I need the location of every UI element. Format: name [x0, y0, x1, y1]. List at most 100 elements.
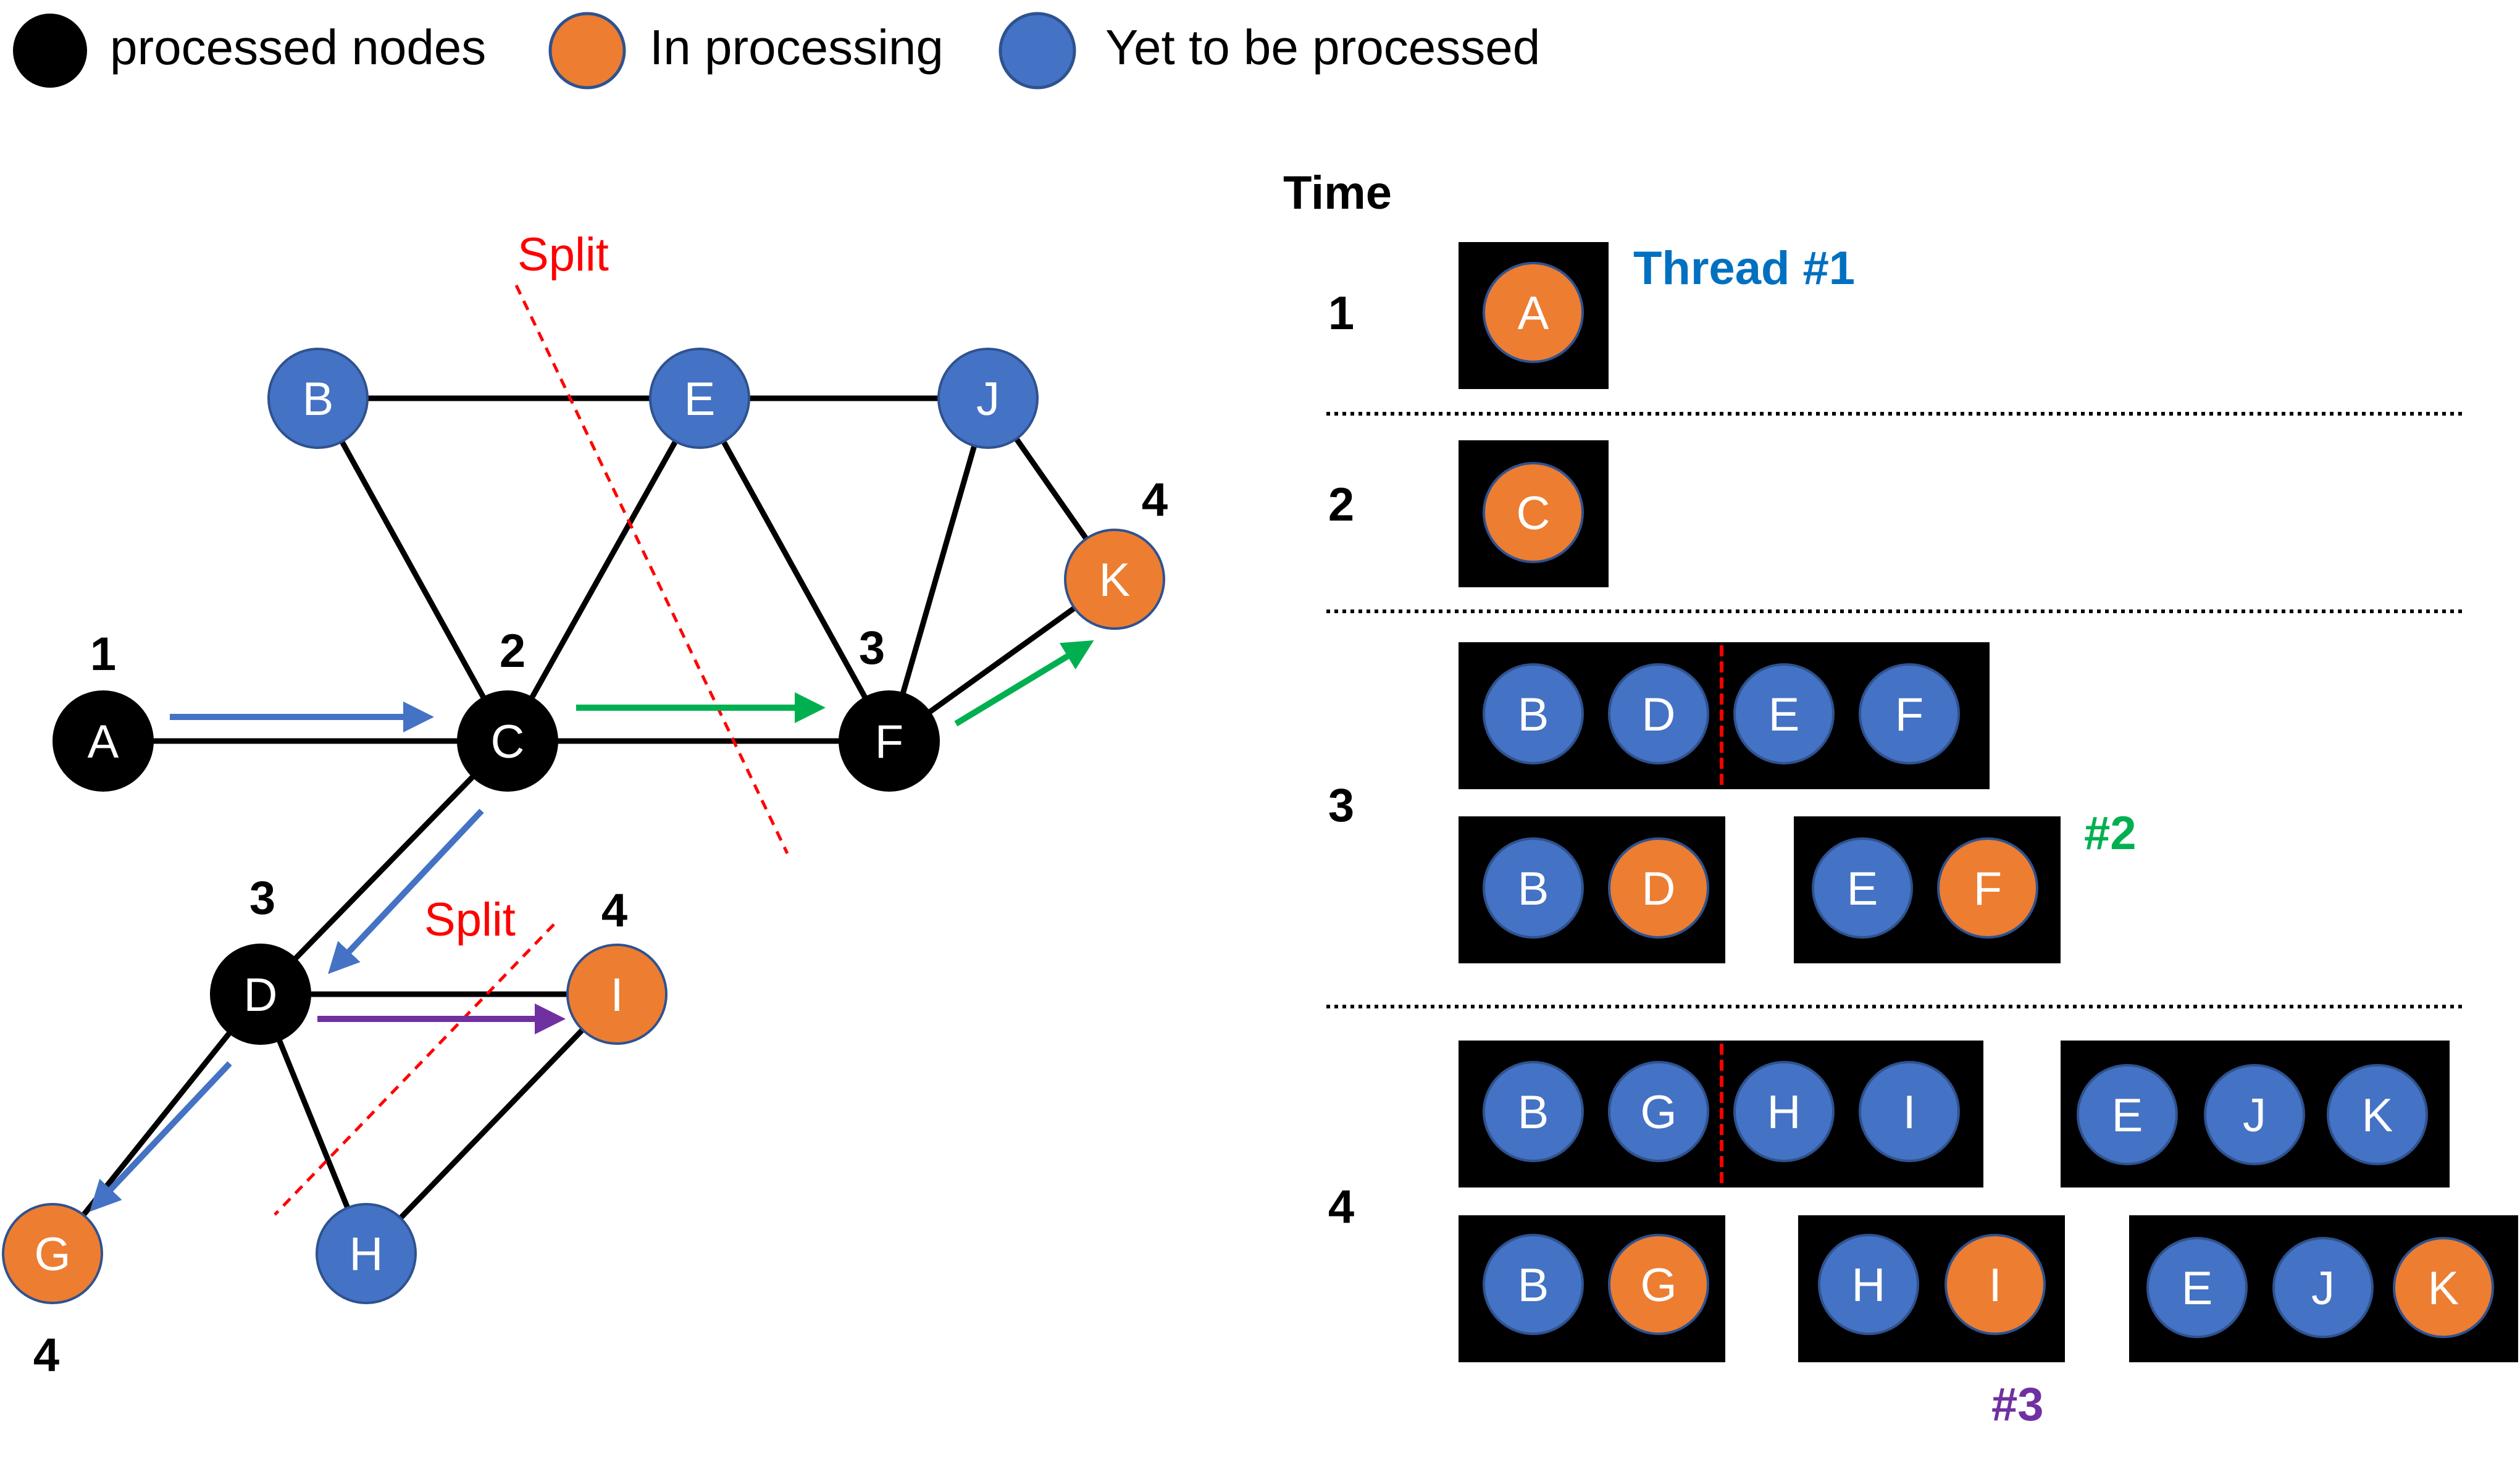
- processed-swatch-icon: [13, 14, 87, 88]
- queue-node-circle: [1608, 1234, 1709, 1335]
- node-label: D: [244, 969, 278, 1021]
- queue-node-b: B: [1483, 1234, 1584, 1335]
- queue-node-d: D: [1608, 663, 1709, 764]
- split-line-2: [274, 923, 555, 1216]
- queue-node-d: D: [1608, 837, 1709, 939]
- queue-node-circle: [1608, 837, 1709, 939]
- node-circle: [839, 690, 940, 792]
- step-label-a: 1: [90, 628, 116, 681]
- edge-e-f: [697, 396, 892, 743]
- queue-node-circle: [1937, 837, 2038, 939]
- queue-node-label: D: [1642, 863, 1676, 915]
- queue-node-circle: [1483, 837, 1584, 939]
- graph-node-k: K: [1064, 529, 1165, 630]
- queue-node-e: E: [1812, 837, 1913, 939]
- queue-node-g: G: [1608, 1061, 1709, 1162]
- queue-node-circle: [1812, 837, 1913, 939]
- time-row-label-4: 4: [1328, 1181, 1354, 1233]
- node-label: H: [350, 1228, 383, 1281]
- edge-d-g: [50, 992, 263, 1255]
- queue-node-circle: [2327, 1064, 2428, 1165]
- node-circle: [1064, 529, 1165, 630]
- split-line-1: [514, 284, 789, 855]
- node-label: A: [88, 716, 119, 768]
- node-circle: [2, 1203, 103, 1304]
- queue-node-circle: [1483, 262, 1584, 363]
- node-circle: [52, 690, 154, 792]
- queue-node-label: B: [1518, 1086, 1549, 1139]
- queue-node-label: B: [1518, 1259, 1549, 1312]
- step-label-d: 3: [249, 872, 275, 924]
- step-label-f: 3: [859, 622, 885, 674]
- queue-node-g: G: [1608, 1234, 1709, 1335]
- legend-processing-label: In processing: [650, 20, 944, 75]
- graph-node-d: D: [210, 944, 311, 1045]
- graph-node-i: I: [566, 944, 668, 1045]
- legend: processed nodes In processing Yet to be …: [13, 12, 1540, 90]
- queue-node-circle: [2146, 1237, 2248, 1338]
- queue-node-circle: [1818, 1234, 1919, 1335]
- queue-node-label: J: [2243, 1089, 2266, 1142]
- queue-node-label: H: [1852, 1259, 1886, 1312]
- queue-node-h: H: [1733, 1061, 1835, 1162]
- queue-node-e: E: [2146, 1237, 2248, 1338]
- queue-node-circle: [2077, 1064, 2178, 1165]
- queue-node-circle: [1608, 1061, 1709, 1162]
- queue-node-label: F: [1895, 689, 1923, 741]
- queue-node-b: B: [1483, 837, 1584, 939]
- queue-node-circle: [1859, 663, 1960, 764]
- edge-c-d: [258, 739, 510, 997]
- graph-node-b: B: [267, 348, 369, 449]
- edge-h-i: [364, 992, 619, 1256]
- queue-node-circle: [1483, 462, 1584, 563]
- legend-pending: Yet to be processed: [998, 12, 1540, 90]
- traversal-arrows: [90, 640, 1094, 1212]
- queue-node-label: E: [2182, 1262, 2213, 1315]
- queue-node-b: B: [1483, 663, 1584, 764]
- thread-3-label: #3: [1991, 1378, 2044, 1431]
- queue-node-circle: [1483, 663, 1584, 764]
- edge-b-c: [316, 396, 510, 743]
- arrow-d-to-g: [90, 1061, 232, 1212]
- graph-node-f: F: [839, 690, 940, 792]
- graph-node-a: A: [52, 690, 154, 792]
- arrow-c-to-d: [328, 808, 484, 974]
- queue-node-circle: [1733, 1061, 1835, 1162]
- queue-node-circle: [2272, 1237, 2374, 1338]
- node-label: F: [875, 716, 903, 768]
- queue-node-label: F: [1974, 863, 2002, 915]
- queue-node-label: H: [1767, 1086, 1801, 1139]
- node-circle: [937, 348, 1039, 449]
- graph-node-j: J: [937, 348, 1039, 449]
- pending-swatch-icon: [998, 12, 1076, 90]
- queue-node-k: K: [2393, 1237, 2494, 1338]
- thread-1-label: Thread #1: [1633, 242, 1855, 295]
- queue-node-label: I: [1988, 1259, 2001, 1312]
- legend-processed-label: processed nodes: [110, 20, 486, 75]
- queue-node-label: C: [1517, 487, 1551, 540]
- edge-f-j: [886, 397, 991, 742]
- queue-node-circle: [1733, 663, 1835, 764]
- legend-processing: In processing: [548, 12, 944, 90]
- queue-node-i: I: [1944, 1234, 2046, 1335]
- node-label: J: [976, 373, 1000, 425]
- queue-t1-time1: A: [1459, 242, 1609, 389]
- node-label: I: [610, 969, 623, 1021]
- step-label-c: 2: [500, 625, 525, 677]
- queue-node-label: E: [1769, 689, 1800, 741]
- legend-pending-label: Yet to be processed: [1105, 20, 1540, 75]
- step-label-i: 4: [601, 884, 627, 937]
- queue-node-f: F: [1859, 663, 1960, 764]
- queue-node-b: B: [1483, 1061, 1584, 1162]
- edge-c-e: [505, 396, 702, 743]
- queue-node-k: K: [2327, 1064, 2428, 1165]
- graph-edges: [50, 395, 1117, 1256]
- step-label-g: 4: [33, 1329, 59, 1381]
- graph-node-h: H: [316, 1203, 417, 1304]
